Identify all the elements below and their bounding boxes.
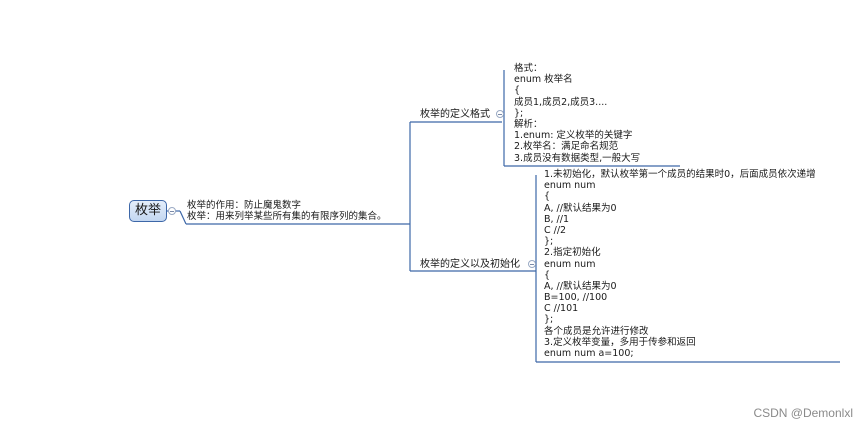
format-line: 成员1,成员2,成员3.... xyxy=(514,96,608,108)
format-line: enum 枚举名 xyxy=(514,74,573,86)
init-line: C //101 xyxy=(544,303,579,315)
init-line: enum num xyxy=(544,180,596,192)
format-content: 格式： enum 枚举名 { 成员1,成员2,成员3.... }; 解析： 1.… xyxy=(514,63,640,164)
init-line: 各个成员是允许进行修改 xyxy=(544,325,649,337)
init-line: enum num a=100; xyxy=(544,348,634,359)
init-line: B, //1 xyxy=(544,213,570,225)
format-line: }; xyxy=(514,107,524,119)
init-line: A, //默认结果为0 xyxy=(544,202,617,214)
root-underline-slope xyxy=(179,210,187,225)
format-line: 格式： xyxy=(514,63,543,74)
format-line: { xyxy=(514,85,521,97)
watermark: CSDN @Demonlxl xyxy=(753,406,853,420)
format-line: 2.枚举名：满足命名规范 xyxy=(514,141,619,153)
root-label: 枚举 xyxy=(134,203,161,218)
root-collapse-icon[interactable] xyxy=(168,207,176,215)
branch-format-label[interactable]: 枚举的定义格式 xyxy=(420,109,490,120)
init-line: 2.指定初始化 xyxy=(544,247,601,259)
init-line: 3.定义枚举变量，多用于传参和返回 xyxy=(544,336,696,348)
format-line: 3.成员没有数据类型,一般大写 xyxy=(514,152,641,164)
format-line: 1.enum: 定义枚举的关键字 xyxy=(514,130,633,142)
init-line: }; xyxy=(544,314,554,326)
branch-init-collapse-icon[interactable] xyxy=(528,260,536,268)
init-line: A, //默认结果为0 xyxy=(544,280,617,292)
root-notes: 枚举的作用：防止魔鬼数字 枚举：用来列举某些所有集的有限序列的集合。 xyxy=(187,200,387,222)
init-line: enum num xyxy=(544,258,596,270)
init-line: { xyxy=(544,191,551,203)
branch-init-label[interactable]: 枚举的定义以及初始化 xyxy=(420,259,520,270)
init-content: 1.未初始化，默认枚举第一个成员的结果时0，后面成员依次递增 enum num … xyxy=(544,169,816,359)
init-line: C //2 xyxy=(544,224,567,236)
init-line: B=100, //100 xyxy=(544,292,608,304)
root-note-2: 枚举：用来列举某些所有集的有限序列的集合。 xyxy=(187,211,387,223)
branch-format-collapse-icon[interactable] xyxy=(496,110,504,118)
init-line: }; xyxy=(544,236,554,248)
init-line: 1.未初始化，默认枚举第一个成员的结果时0，后面成员依次递增 xyxy=(544,169,816,180)
root-node[interactable]: 枚举 xyxy=(129,200,167,222)
format-line: 解析： xyxy=(514,118,543,130)
init-line: { xyxy=(544,269,551,281)
root-note-1: 枚举的作用：防止魔鬼数字 xyxy=(187,200,302,211)
